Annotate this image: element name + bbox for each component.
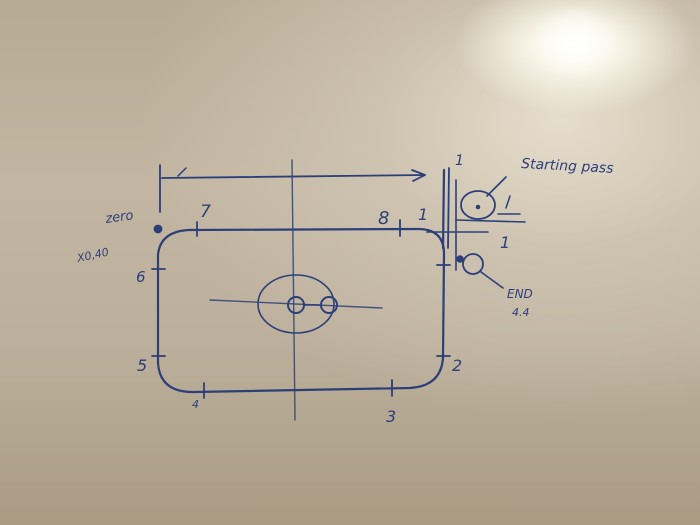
end-point [456, 255, 464, 263]
number-2: 2 [452, 356, 462, 375]
number-7: 7 [200, 202, 211, 222]
number-4: 4 [192, 398, 199, 411]
starting-pass-mark [497, 195, 521, 215]
center-oval [257, 274, 335, 334]
lead-in-horizontal-2 [455, 219, 526, 223]
top-dimension-line [161, 174, 426, 179]
lead-in-line-a [441, 168, 446, 250]
top-dimension-arrowhead [411, 169, 426, 182]
number-5: 5 [137, 356, 147, 375]
number-1-top: 1 [455, 153, 464, 169]
number-1-left: 1 [418, 205, 428, 224]
number-3: 3 [386, 407, 396, 426]
number-8: 8 [378, 208, 389, 229]
end-coords-label: 4.4 [512, 306, 530, 319]
starting-pass-circle [460, 190, 496, 220]
starting-pass-label: Starting pass [521, 156, 614, 177]
zero-coords-label: X0,40 [75, 246, 110, 266]
horizontal-centerline [209, 299, 383, 309]
vertical-centerline [291, 159, 296, 421]
end-pointer [480, 271, 504, 289]
starting-pass-dot [475, 204, 481, 210]
number-6: 6 [136, 268, 146, 286]
light-glare [530, 5, 620, 80]
top-dimension-mark [177, 167, 187, 177]
lead-in-line-b [447, 167, 450, 249]
number-1-right: 1 [500, 233, 510, 252]
zero-label: zero [103, 208, 134, 227]
zero-point [153, 224, 163, 234]
end-circle [462, 253, 484, 275]
part-outline [156, 227, 446, 394]
starting-pass-pointer [486, 176, 507, 197]
left-hole [287, 296, 305, 314]
end-label: END [507, 287, 533, 301]
